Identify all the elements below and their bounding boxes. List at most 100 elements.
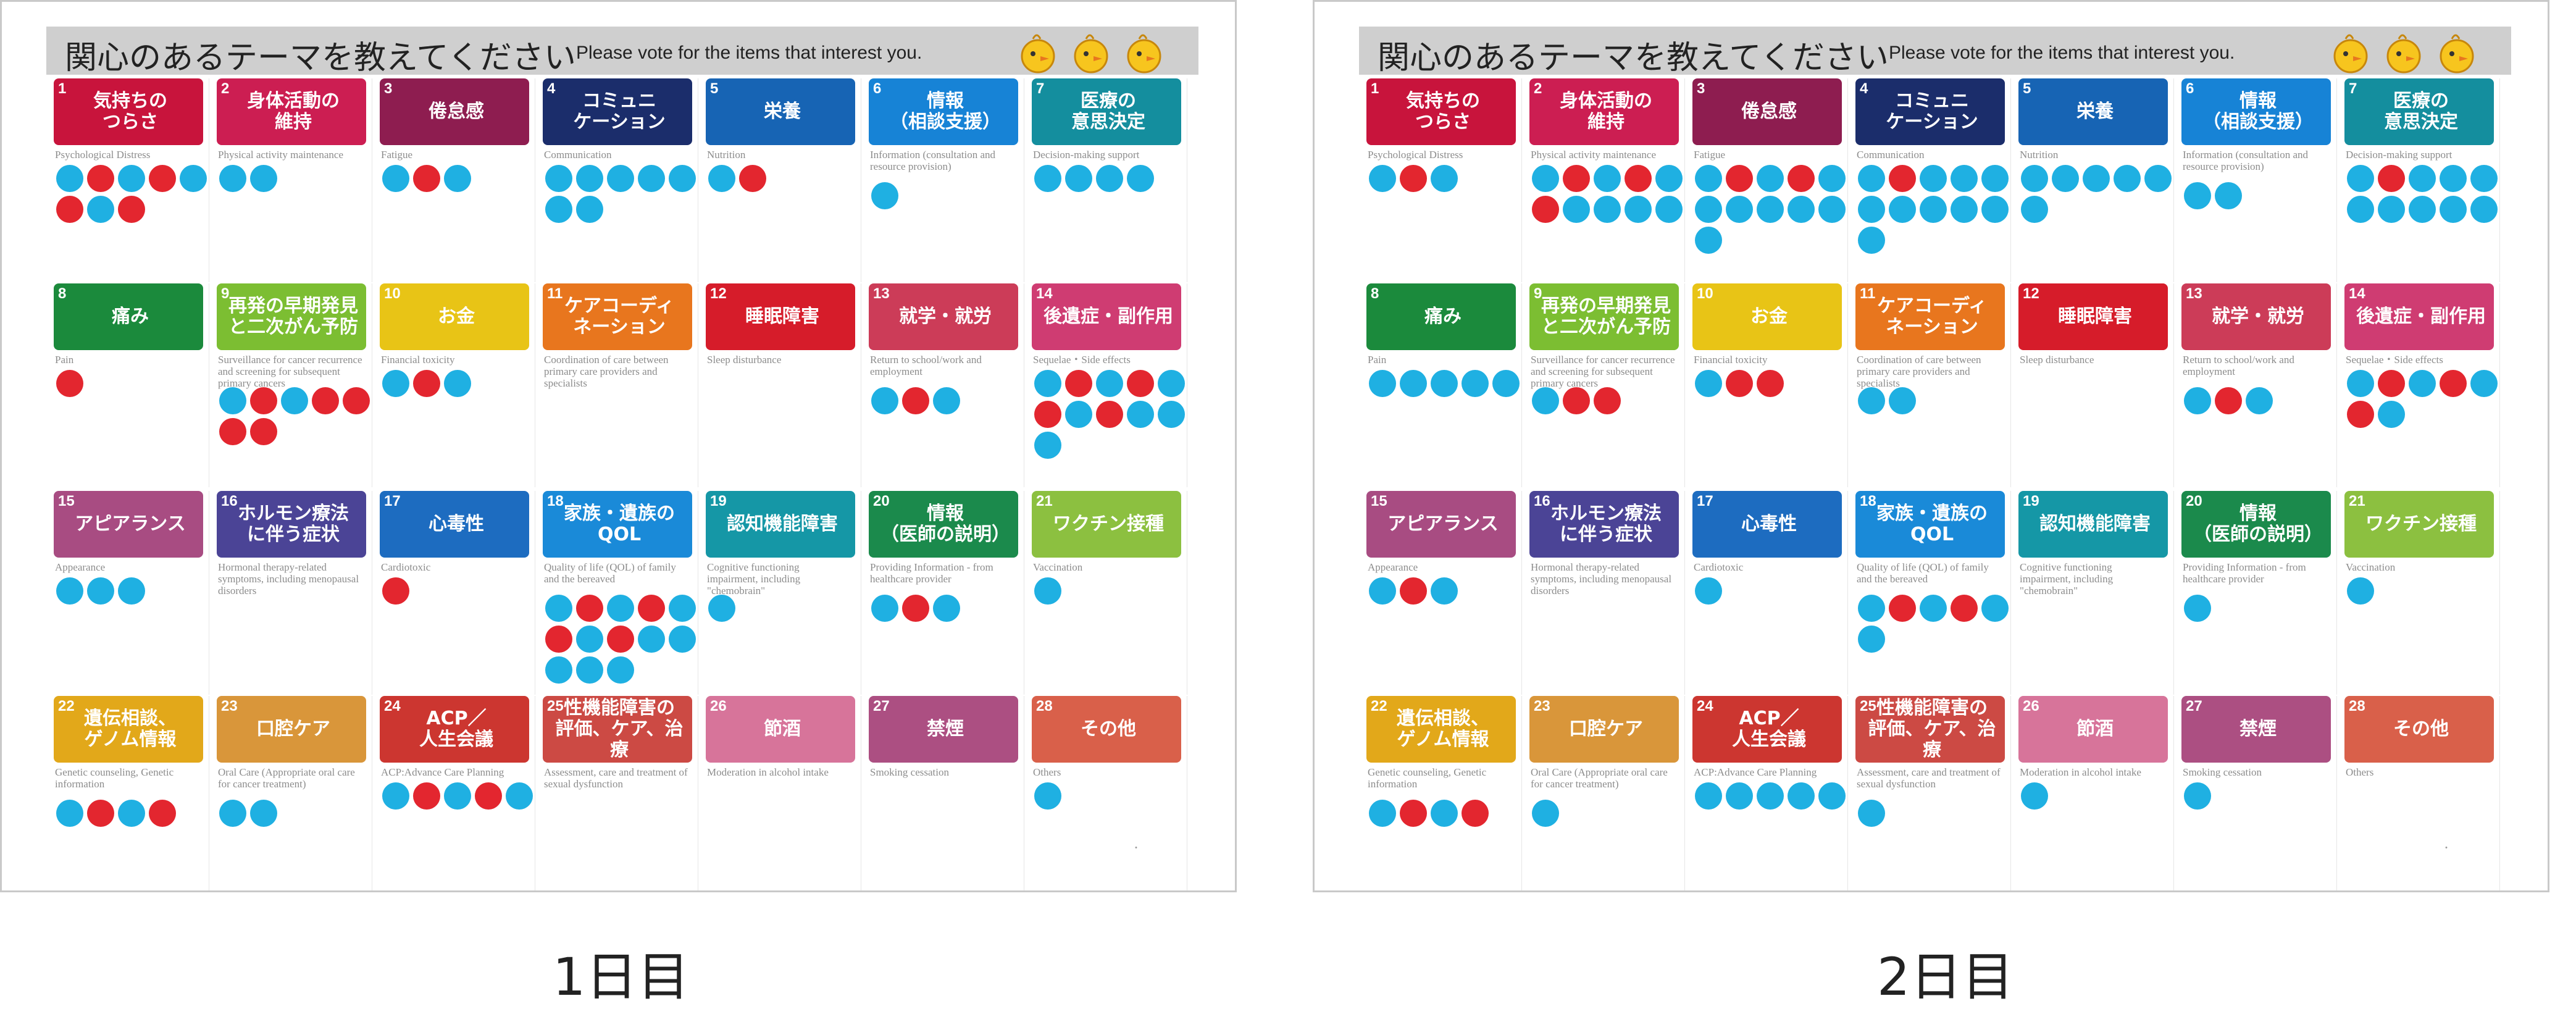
red-vote-sticker bbox=[1726, 370, 1753, 397]
theme-number: 1 bbox=[1371, 80, 1379, 97]
blue-vote-sticker bbox=[2347, 577, 2374, 605]
blue-vote-sticker bbox=[1858, 196, 1885, 223]
theme-label: 睡眠障害 bbox=[745, 306, 819, 327]
theme-number: 3 bbox=[1697, 80, 1705, 97]
blue-vote-sticker bbox=[1431, 577, 1458, 605]
blue-vote-sticker bbox=[1981, 165, 2009, 192]
theme-number: 5 bbox=[710, 80, 719, 97]
theme-label: 身体活動の 維持 bbox=[247, 90, 340, 133]
blue-vote-sticker bbox=[1431, 370, 1458, 397]
blue-vote-sticker bbox=[1065, 401, 1092, 428]
theme-number: 4 bbox=[1860, 80, 1868, 97]
theme-label: 情報 （相談支援） bbox=[2202, 90, 2314, 133]
theme-english-label: Smoking cessation bbox=[870, 766, 949, 778]
theme-label: 身体活動の 維持 bbox=[1560, 90, 1652, 133]
theme-english-label: Cardiotoxic bbox=[1694, 561, 1744, 573]
theme-number: 13 bbox=[873, 285, 890, 302]
blue-vote-sticker bbox=[933, 387, 960, 414]
blue-vote-sticker bbox=[1369, 370, 1396, 397]
blue-vote-sticker bbox=[1889, 196, 1916, 223]
theme-label: コミュニ ケーション bbox=[573, 90, 666, 133]
theme-label: 気持ちの つらさ bbox=[93, 90, 167, 133]
theme-english-label: Psychological Distress bbox=[55, 149, 151, 161]
blue-vote-sticker bbox=[87, 577, 114, 605]
theme-label: ホルモン療法 に伴う症状 bbox=[1550, 503, 1662, 545]
theme-english-label: Sleep disturbance bbox=[2020, 354, 2094, 366]
theme-english-label: Sequelae・Side effects bbox=[2346, 354, 2443, 366]
board-subtitle: Please vote for the items that interest … bbox=[576, 43, 922, 63]
theme-number: 17 bbox=[384, 493, 401, 509]
blue-vote-sticker bbox=[1726, 196, 1753, 223]
blue-vote-sticker bbox=[1920, 165, 1947, 192]
red-vote-sticker bbox=[739, 165, 766, 192]
board-title: 関心のあるテーマを教えてください bbox=[65, 40, 576, 77]
red-vote-sticker bbox=[149, 800, 176, 827]
theme-english-label: Cardiotoxic bbox=[381, 561, 431, 573]
theme-number: 15 bbox=[1371, 493, 1387, 509]
red-vote-sticker bbox=[2215, 387, 2242, 414]
blue-vote-sticker bbox=[219, 387, 246, 414]
theme-label: 倦怠感 bbox=[1741, 101, 1797, 122]
theme-number: 8 bbox=[1371, 285, 1379, 302]
board-title: 関心のあるテーマを教えてください bbox=[1378, 40, 1889, 77]
theme-english-label: Financial toxicity bbox=[1694, 354, 1768, 366]
theme-label: 心毒性 bbox=[1741, 513, 1797, 535]
theme-number: 18 bbox=[1860, 493, 1876, 509]
blue-vote-sticker bbox=[545, 656, 572, 684]
theme-english-label: Assessment, care and treatment of sexual… bbox=[1857, 766, 2001, 790]
theme-english-label: Return to school/work and employment bbox=[2183, 354, 2294, 377]
theme-number: 26 bbox=[710, 698, 727, 714]
theme-english-label: Hormonal therapy-related symptoms, inclu… bbox=[1531, 561, 1672, 597]
theme-number: 18 bbox=[547, 493, 564, 509]
theme-label: 再発の早期発見 と二次がん予防 bbox=[228, 295, 358, 338]
theme-number: 23 bbox=[221, 698, 238, 714]
blue-vote-sticker bbox=[56, 577, 83, 605]
theme-number: 13 bbox=[2186, 285, 2202, 302]
blue-vote-sticker bbox=[1158, 370, 1185, 397]
blue-vote-sticker bbox=[2021, 196, 2048, 223]
theme-english-label: Genetic counseling, Genetic information bbox=[55, 766, 174, 790]
theme-english-label: Fatigue bbox=[1694, 149, 1725, 161]
theme-number: 24 bbox=[1697, 698, 1713, 714]
theme-number: 12 bbox=[2023, 285, 2039, 302]
theme-number: 11 bbox=[1860, 285, 1876, 302]
red-vote-sticker bbox=[413, 370, 440, 397]
theme-label: ACP／ 人生会議 bbox=[419, 708, 493, 750]
blue-vote-sticker bbox=[871, 595, 898, 622]
theme-english-label: Nutrition bbox=[707, 149, 746, 161]
board-subtitle: Please vote for the items that interest … bbox=[1889, 43, 2235, 63]
theme-english-label: Information (consultation and resource p… bbox=[2183, 149, 2309, 172]
blue-vote-sticker bbox=[2083, 165, 2110, 192]
blue-vote-sticker bbox=[2021, 782, 2048, 810]
